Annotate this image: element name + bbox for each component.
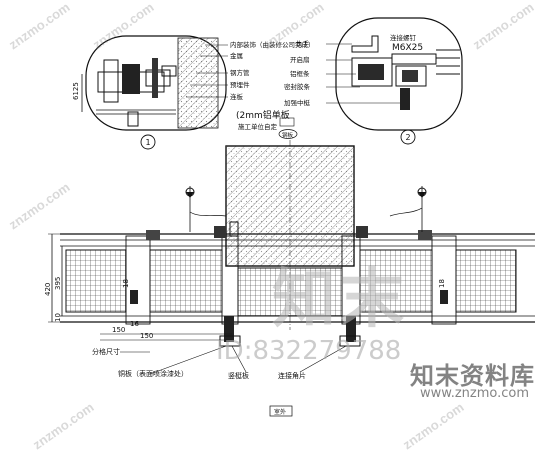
detail-1-label-2: 金属 (230, 51, 243, 60)
dim-left-3: 10 (54, 313, 62, 322)
detail-1-label-4: 预埋件 (230, 80, 250, 89)
detail-2-tag: 2 (406, 133, 411, 142)
detail-1-label-3: 钢方管 (230, 68, 250, 77)
detail-2-label-3: 铝框条 (290, 69, 310, 78)
dim-inner-2: 18 (438, 279, 446, 288)
dim-inner-1: 18 (122, 279, 130, 288)
panel-center (237, 267, 343, 317)
dim-bottom-1: 150 (112, 326, 125, 334)
dim-bottom-3: 16 (130, 320, 139, 328)
detail-2-label-2: 开启扇 (290, 55, 310, 64)
detail-2-label-5: 加强中梃 (284, 98, 311, 107)
label-connector: 连接角片 (278, 371, 306, 380)
dim-left-2: 395 (54, 277, 62, 290)
detail-2-label-1: 执手 (296, 39, 310, 48)
steel-label: 钢板 (282, 131, 294, 139)
panel-left-2 (149, 249, 223, 313)
panel-right-1 (359, 249, 433, 313)
detail-2-profile (351, 57, 393, 87)
gap-note: (2mm铝单板 (236, 109, 290, 121)
mullion-4 (431, 235, 457, 325)
footer-tag-box (269, 405, 293, 417)
detail-2-tag-circle (400, 129, 416, 145)
dim-bottom-2: 150 (140, 332, 153, 340)
detail-1-frame (85, 35, 227, 131)
detail-1-tag-circle (140, 134, 156, 150)
gap-note-2: 施工单位自定 (238, 122, 278, 131)
panel-right-2 (455, 249, 517, 313)
watermark-brand: 知末资料库 (410, 362, 535, 390)
detail-1-dim: 6125 (72, 82, 80, 100)
panel-left-1 (65, 249, 127, 313)
detail-1-label-1: 内部装饰（由装修公司完成） (230, 40, 315, 49)
detail-2-label-4: 密封胶条 (284, 82, 311, 91)
footer-tag: 室外 (274, 408, 286, 416)
dim-left-1: 420 (44, 283, 52, 296)
detail-1-tag: 1 (146, 138, 151, 147)
detail-2: 执手 开启扇 铝框条 密封胶条 加强中梃 连接螺钉 M6X25 2 (284, 17, 463, 145)
label-mullion-plate: 竖梃板 (228, 371, 249, 380)
watermark-id: ID:832279788 (216, 336, 402, 366)
watermark-url: www.znzmo.com (420, 386, 530, 401)
label-grid-size: 分格尺寸 (92, 347, 120, 356)
label-copper-plate: 铜板（表面喷涂漆处） (118, 369, 188, 378)
elevation: 420 395 10 150 150 16 18 18 分格尺寸 铜板（表面喷涂… (44, 140, 535, 417)
detail-1: 6125 内部装饰（由装修公司完成） 金属 钢方管 预埋件 连板 1 (72, 35, 315, 150)
steel-label-ellipse (278, 129, 298, 139)
detail-2-bolt-size: M6X25 (392, 43, 423, 53)
detail-2-bolt: 连接螺钉 (390, 33, 417, 42)
mullion-1 (125, 235, 151, 325)
watermark-logo: 知末 (272, 263, 408, 337)
small-tag-box (279, 117, 295, 127)
detail-1-label-5: 连板 (230, 92, 244, 101)
